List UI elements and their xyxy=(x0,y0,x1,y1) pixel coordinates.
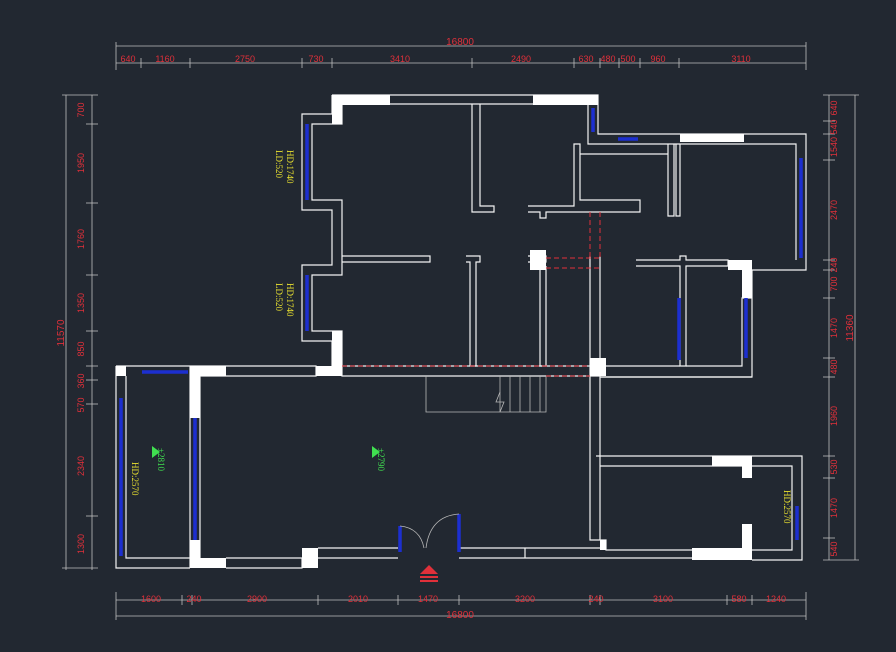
elevation-0: ±2810 xyxy=(156,448,166,471)
note-ld-1: LD:520 xyxy=(274,283,284,311)
dim-top-10: 3110 xyxy=(731,54,750,64)
elevation-marker-icon xyxy=(152,446,160,458)
note-hd-1: HD:1740 xyxy=(285,283,295,317)
dim-bottom-8: 580 xyxy=(731,594,746,604)
entrance-door xyxy=(399,513,460,549)
dim-right-2: 1540 xyxy=(829,137,839,157)
elevation-1: ±2790 xyxy=(376,448,386,471)
dim-left-0: 700 xyxy=(76,102,86,117)
walls xyxy=(115,94,807,569)
dim-left-total: 11570 xyxy=(56,319,67,347)
dim-right-10: 1470 xyxy=(829,498,839,518)
dim-left-5: 360 xyxy=(76,373,86,388)
staircase xyxy=(425,376,547,413)
dim-left-6: 570 xyxy=(76,397,86,412)
dim-right-1: 540 xyxy=(829,119,839,134)
dim-bottom-9: 1240 xyxy=(766,594,786,604)
dim-bottom-6: 240 xyxy=(588,594,603,604)
dim-bottom-4: 1470 xyxy=(418,594,438,604)
dim-top-7: 480 xyxy=(600,54,615,64)
note-ld-0: LD:520 xyxy=(274,150,284,178)
dim-top-5: 2490 xyxy=(511,54,531,64)
dim-left-4: 850 xyxy=(76,341,86,356)
elevation-marker-icon xyxy=(372,446,380,458)
dim-bottom-5: 3200 xyxy=(515,594,535,604)
wall-blocks xyxy=(116,95,752,568)
dim-top-8: 500 xyxy=(620,54,635,64)
windows xyxy=(119,108,803,556)
entrance-arrow-icon xyxy=(420,565,438,582)
right-dimensions: 640 540 1540 2470 240 700 1470 480 1960 … xyxy=(829,100,856,556)
note-hd-2: HD:2570 xyxy=(130,462,140,496)
dim-right-5: 700 xyxy=(829,276,839,291)
dim-right-0: 640 xyxy=(829,100,839,115)
dim-right-3: 2470 xyxy=(829,200,839,220)
dim-top-9: 960 xyxy=(650,54,665,64)
dimension-lines xyxy=(65,45,856,617)
note-hd-0: HD:1740 xyxy=(285,150,295,184)
red-dashed-lines xyxy=(342,212,601,377)
dim-right-9: 530 xyxy=(829,459,839,474)
dim-right-4: 240 xyxy=(829,257,839,272)
dim-top-total: 16800 xyxy=(446,37,474,48)
left-dimensions: 700 1950 1760 1350 850 360 570 2340 1300… xyxy=(56,102,86,554)
dim-left-7: 2340 xyxy=(76,456,86,476)
dim-top-2: 2750 xyxy=(235,54,255,64)
dim-top-3: 730 xyxy=(308,54,323,64)
dim-right-total: 11360 xyxy=(845,314,856,342)
dim-left-1: 1950 xyxy=(76,153,86,173)
dim-bottom-3: 2010 xyxy=(348,594,368,604)
dim-right-11: 540 xyxy=(829,541,839,556)
window-notes: HD:1740 LD:520 HD:1740 LD:520 HD:2570 HD… xyxy=(130,150,792,524)
dim-bottom-1: 240 xyxy=(186,594,201,604)
top-dimensions: 640 1160 2750 730 3410 2490 630 480 500 … xyxy=(120,37,750,64)
bottom-dimensions: 1600 240 2900 2010 1470 3200 240 3100 58… xyxy=(141,594,786,621)
dim-left-2: 1760 xyxy=(76,229,86,249)
dim-bottom-total: 16800 xyxy=(446,610,474,621)
dim-top-0: 640 xyxy=(120,54,135,64)
dim-right-8: 1960 xyxy=(829,406,839,426)
elevation-markers: ±2810 ±2790 xyxy=(152,446,386,471)
dim-bottom-7: 3100 xyxy=(653,594,673,604)
note-hd-3: HD:2570 xyxy=(782,490,792,524)
dim-top-1: 1160 xyxy=(155,54,174,64)
dim-right-7: 480 xyxy=(829,359,839,374)
dim-top-4: 3410 xyxy=(390,54,410,64)
dim-top-6: 630 xyxy=(578,54,593,64)
dim-bottom-2: 2900 xyxy=(247,594,267,604)
dim-bottom-0: 1600 xyxy=(141,594,161,604)
dimension-ticks xyxy=(62,42,859,620)
dim-left-3: 1350 xyxy=(76,293,86,313)
dim-right-6: 1470 xyxy=(829,318,839,338)
dim-left-8: 1300 xyxy=(76,534,86,554)
